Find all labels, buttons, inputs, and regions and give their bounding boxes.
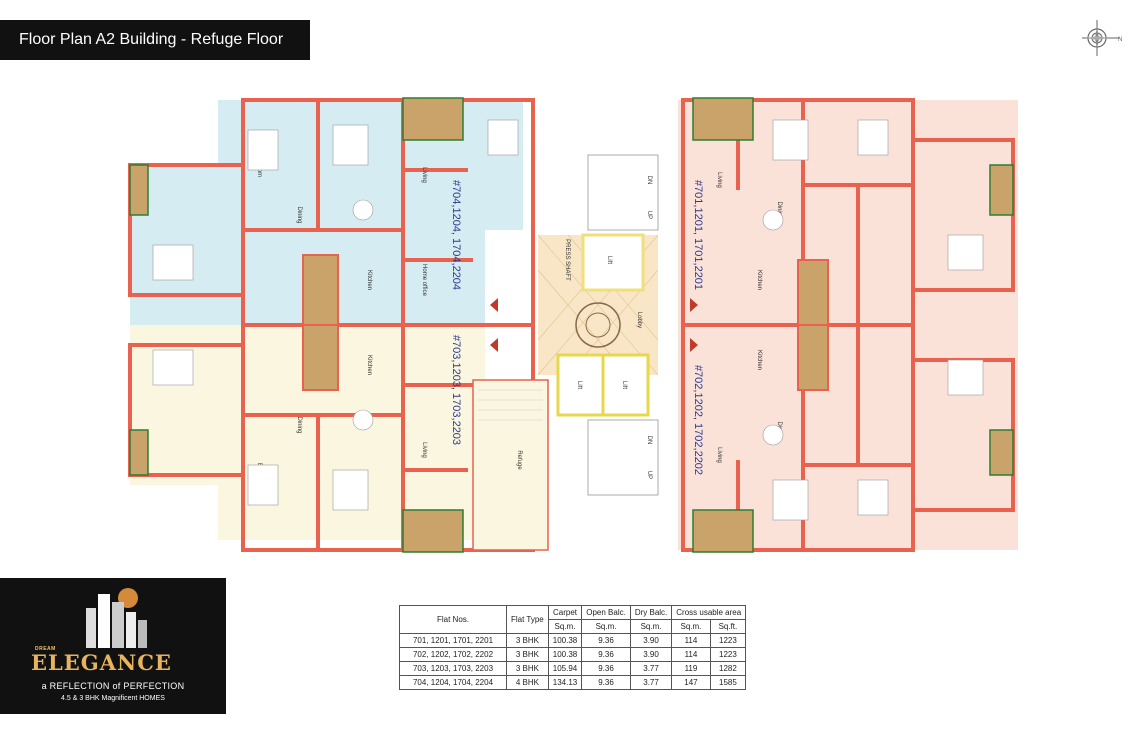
stairs-dn: DN [646,176,652,185]
cell: 3.77 [629,675,673,690]
svg-text:N: N [1118,37,1122,43]
room-lobby: Lobby [636,312,642,328]
cell: 9.36 [581,647,631,662]
room-dining: Dining [776,201,782,218]
table-units-row: Sq.m. Sq.m. Sq.m. Sq.m. Sq.ft. [400,619,747,634]
table-row: 704, 1204, 1704, 2204 4 BHK 134.13 9.36 … [399,675,747,690]
room-lift: Lift [576,381,582,389]
logo-subtitle: 4.5 & 3 BHK Magnificent HOMES [61,695,165,702]
cell: 3 BHK [506,633,549,648]
unit: Sq.m. [671,619,711,634]
table-row: 703, 1203, 1703, 2203 3 BHK 105.94 9.36 … [399,661,747,676]
area-table: Flat Nos. Flat Type Carpet Open Balc. Dr… [399,605,747,690]
header-flat-type: Flat Type [506,605,549,634]
unit: Sq.m. [581,619,631,634]
cell: 1585 [709,675,747,690]
cell: 105.94 [547,661,583,676]
cell: 3.90 [629,647,673,662]
room-kitchen: Kitchen [756,270,762,290]
stairs-up: UP [646,211,652,219]
cell: 1282 [709,661,747,676]
cell: 147 [671,675,711,690]
unit: Sq.m. [629,619,673,634]
room-dining: Dining [296,206,302,223]
cell: 100.38 [547,633,583,648]
header-flat-nos: Flat Nos. [399,605,507,634]
cell: 1223 [709,647,747,662]
cell: 9.36 [581,675,631,690]
header-open-balc: Open Balc. [581,605,631,620]
flat-label-704: #704,1204, 1704,2204 [450,180,462,290]
cell: 9.36 [581,661,631,676]
cell: 703, 1203, 1703, 2203 [399,661,507,676]
cell: 114 [671,647,711,662]
room-living: Living [421,442,427,458]
flat-label-701: #701,1201, 1701,2201 [692,180,704,290]
room-refuge: Refuge [516,450,522,470]
cell: 4 BHK [506,675,549,690]
room-kitchen: Kitchen [366,270,372,290]
cell: 702, 1202, 1702, 2202 [399,647,507,662]
room-press-shaft: PRESS SHAFT [564,239,570,281]
header-carpet: Carpet [547,605,583,620]
floor-plan: #704,1204, 1704,2204 #703,1203, 1703,220… [128,97,1018,553]
logo-brand: ELEGANCE [31,650,172,675]
skyline-icon [86,588,147,648]
cell: 1223 [709,633,747,648]
room-kitchen: Kitchen [366,355,372,375]
header-cross-usable: Cross usable area [671,605,747,620]
stairs-up: UP [646,471,652,479]
room-living: Living [716,447,722,463]
cell: 134.13 [547,675,583,690]
cell: 3 BHK [506,647,549,662]
cell: 100.38 [547,647,583,662]
header-dry-balc: Dry Balc. [629,605,673,620]
unit: Sq.m. [547,619,583,634]
room-lift: Lift [606,256,612,264]
cell: 701, 1201, 1701, 2201 [399,633,507,648]
cell: 9.36 [581,633,631,648]
page-title: Floor Plan A2 Building - Refuge Floor [0,20,310,60]
unit: Sq.ft. [709,619,747,634]
flat-label-702: #702,1202, 1702,2202 [692,365,704,475]
room-living: Living [716,172,722,188]
cell: 3 BHK [506,661,549,676]
brand-logo: DREAM ELEGANCE a REFLECTION of PERFECTIO… [0,578,226,714]
room-lift: Lift [621,381,627,389]
stairs-dn: DN [646,436,652,445]
cell: 704, 1204, 1704, 2204 [399,675,507,690]
room-living: Living [421,167,427,183]
room-kitchen: Kitchen [756,350,762,370]
cell: 119 [671,661,711,676]
table-header-row: Flat Nos. Flat Type Carpet Open Balc. Dr… [399,605,747,634]
table-row: 702, 1202, 1702, 2202 3 BHK 100.38 9.36 … [399,647,747,662]
logo-prefix: DREAM [35,646,56,652]
cell: 114 [671,633,711,648]
cell: 3.90 [629,633,673,648]
compass-icon: N [1082,20,1122,56]
room-dining: Dining [296,416,302,433]
logo-tagline: a REFLECTION of PERFECTION [41,681,185,691]
flat-label-703: #703,1203, 1703,2203 [450,335,462,445]
cell: 3.77 [629,661,673,676]
room-home-office: Home office [421,264,427,297]
table-row: 701, 1201, 1701, 2201 3 BHK 100.38 9.36 … [399,633,747,648]
